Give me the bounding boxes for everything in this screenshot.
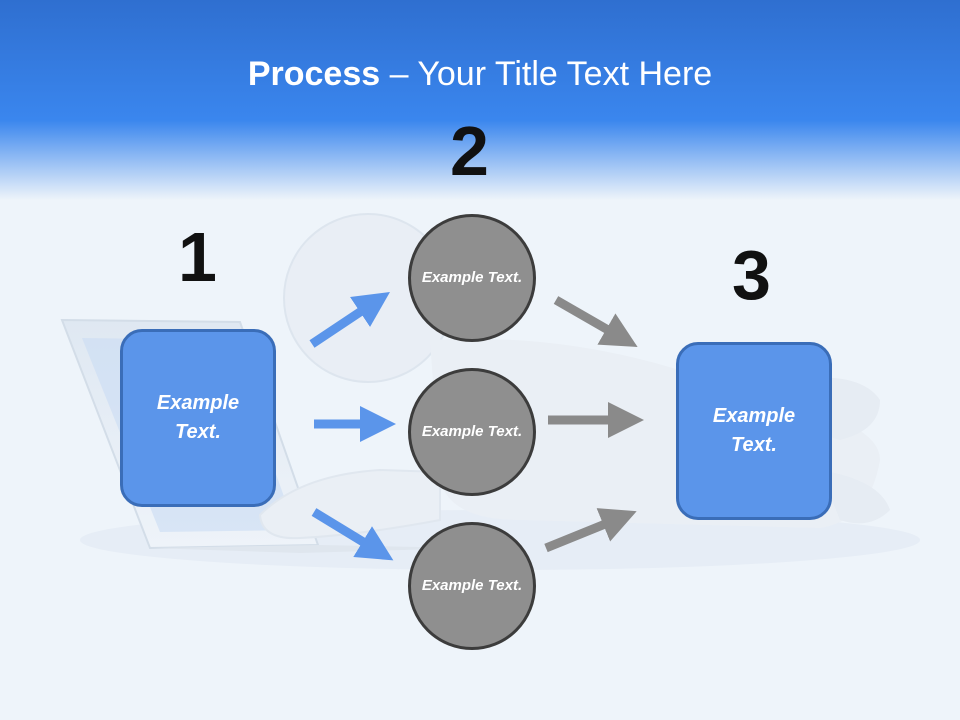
step-number-3: 3 bbox=[732, 236, 771, 314]
header-banner bbox=[0, 0, 960, 200]
step-1-box: Example Text. bbox=[120, 329, 276, 507]
gray-arrow-up bbox=[544, 508, 637, 553]
blue-arrow-down bbox=[311, 508, 394, 561]
step-2-circle-bottom: Example Text. bbox=[408, 522, 536, 650]
step-2-circle-middle: Example Text. bbox=[408, 368, 536, 496]
step-2-circle-top: Example Text. bbox=[408, 214, 536, 342]
step-number-1: 1 bbox=[178, 218, 217, 296]
step-3-box: Example Text. bbox=[676, 342, 832, 520]
title-rest: – Your Title Text Here bbox=[380, 55, 713, 93]
step-number-2: 2 bbox=[450, 112, 489, 190]
blue-arrow-up bbox=[309, 292, 390, 348]
title-bold: Process bbox=[247, 55, 381, 93]
gray-arrow-down bbox=[553, 296, 638, 347]
slide-title: Process – Your Title Text Here bbox=[0, 55, 960, 94]
